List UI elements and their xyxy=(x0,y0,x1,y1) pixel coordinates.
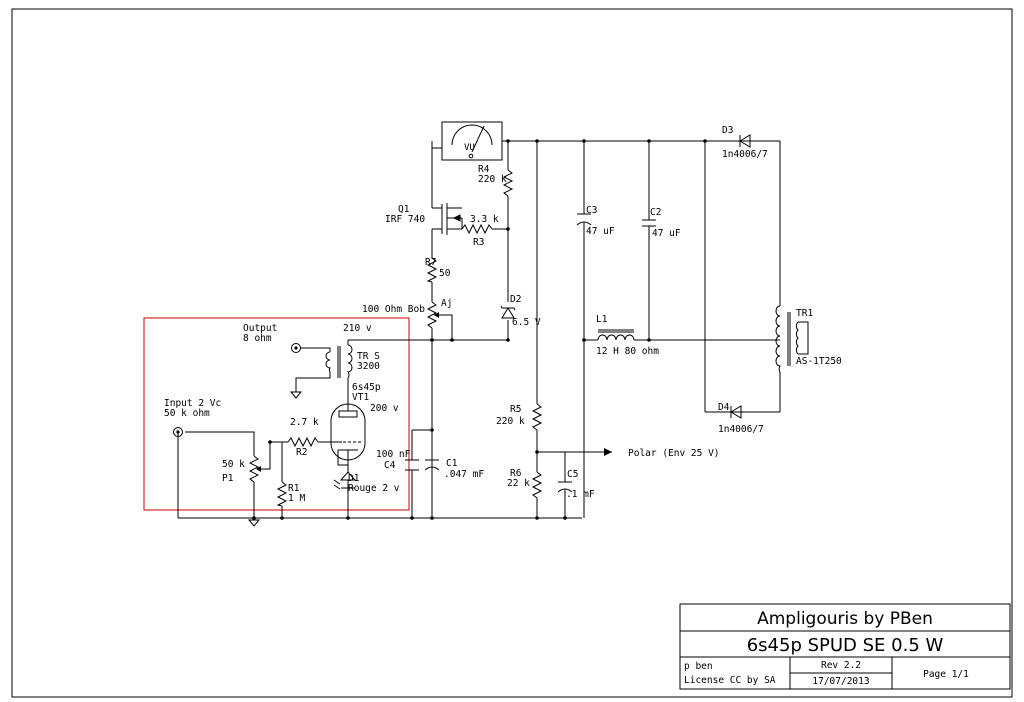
vu-meter: VU xyxy=(441,121,503,161)
p1-value: 50 k xyxy=(222,459,245,470)
c5-ref: C5 xyxy=(567,469,578,480)
r4-value: 220 k xyxy=(478,174,507,185)
d2-value: 6.5 V xyxy=(512,317,541,328)
title-block-license: License CC by SA xyxy=(684,675,776,686)
b-210-label: 210 v xyxy=(343,323,372,334)
resistor-r4 xyxy=(502,169,514,197)
capacitor-c2 xyxy=(642,214,656,232)
input-label-2: 50 k ohm xyxy=(164,408,210,419)
title-block-page: Page 1/1 xyxy=(923,669,969,680)
resistor-r5 xyxy=(531,403,543,431)
d4-value: 1n4006/7 xyxy=(718,424,764,435)
title-block: Ampligouris by PBen 6s45p SPUD SE 0.5 W … xyxy=(679,603,1011,690)
c5-value: .1 mF xyxy=(566,489,595,500)
q1-value: IRF 740 xyxy=(385,214,425,225)
resistor-r3 xyxy=(461,223,493,235)
r6-ref: R6 xyxy=(510,468,522,479)
r7-value: 50 xyxy=(439,268,451,279)
c3-ref: C3 xyxy=(586,205,597,216)
tr1-value: AS-1T250 xyxy=(796,356,842,367)
output-label-2: 8 ohm xyxy=(243,333,272,344)
mosfet-q1 xyxy=(441,203,463,235)
r5-ref: R5 xyxy=(510,404,521,415)
output-label-1: Output xyxy=(243,323,277,334)
resistor-r6 xyxy=(531,471,543,499)
ground-icon xyxy=(289,391,303,399)
l1-ref: L1 xyxy=(596,314,608,325)
r3-value: 3.3 k xyxy=(470,214,499,225)
tube-ref: VT1 xyxy=(352,392,369,403)
title-block-subtitle: 6s45p SPUD SE 0.5 W xyxy=(747,635,944,656)
resistor-r7 xyxy=(426,257,438,283)
r1-ref: R1 xyxy=(288,483,300,494)
vu-label: VU xyxy=(464,143,475,153)
polar-label: Polar (Env 25 V) xyxy=(628,448,720,459)
r4-ref: R4 xyxy=(478,164,490,175)
led-d1 xyxy=(333,471,357,490)
c4-value: 100 nF xyxy=(376,449,411,460)
trs-value: 3200 xyxy=(357,361,380,372)
potentiometer-aj xyxy=(426,301,441,329)
c2-value: 47 uF xyxy=(652,228,681,239)
output-transformer-trs xyxy=(325,344,353,379)
p1-ref: P1 xyxy=(222,473,234,484)
d1-ref: D1 xyxy=(348,473,360,484)
title-block-title: Ampligouris by PBen xyxy=(757,609,933,629)
r6-value: 22 k xyxy=(507,478,530,489)
input-stage-highlight-box xyxy=(143,317,410,511)
l1-value: 12 H 80 ohm xyxy=(596,346,659,357)
d3-value: 1n4006/7 xyxy=(722,149,768,160)
potentiometer-p1 xyxy=(248,455,261,483)
capacitor-c3 xyxy=(576,213,592,232)
capacitor-c4 xyxy=(405,459,419,471)
drawing-frame xyxy=(11,8,1013,698)
aj-ref: Aj xyxy=(441,298,452,309)
output-jack-icon xyxy=(291,343,301,353)
capacitor-c5 xyxy=(557,481,573,500)
resistor-r1 xyxy=(276,481,288,507)
title-block-author: p ben xyxy=(684,661,713,672)
d1-value: Rouge 2 v xyxy=(348,483,400,494)
r5-value: 220 k xyxy=(496,416,525,427)
title-block-revision: Rev 2.2 xyxy=(821,660,861,671)
c4-ref: C4 xyxy=(384,460,396,471)
transformer-tr1 xyxy=(775,305,809,373)
d4-ref: D4 xyxy=(718,402,730,413)
polar-arrow-icon xyxy=(604,448,612,456)
input-jack-icon xyxy=(173,427,183,437)
inductor-l1 xyxy=(597,329,635,341)
tube-vt1 xyxy=(330,402,366,461)
r1-value: 1 M xyxy=(288,493,305,504)
tr1-ref: TR1 xyxy=(796,308,813,319)
ground-icon xyxy=(247,519,261,527)
c1-ref: C1 xyxy=(446,458,458,469)
resistor-r2 xyxy=(287,436,319,448)
aj-name: 100 Ohm Bob xyxy=(362,304,425,315)
c3-value: 47 uF xyxy=(586,226,615,237)
r3-ref: R3 xyxy=(473,237,484,248)
capacitor-c1 xyxy=(424,459,440,471)
r2-value: 2.7 k xyxy=(290,417,319,428)
d3-ref: D3 xyxy=(722,125,733,136)
d2-ref: D2 xyxy=(510,294,521,305)
q1-ref: Q1 xyxy=(398,204,410,215)
input-label-1: Input 2 Vc xyxy=(164,398,221,409)
tube-value: 6s45p xyxy=(352,382,381,393)
diode-d4 xyxy=(730,405,742,419)
c1-value: .047 mF xyxy=(444,469,484,480)
junction-dots xyxy=(252,139,707,520)
title-block-date: 17/07/2013 xyxy=(812,676,869,687)
b-200-label: 200 v xyxy=(370,403,399,414)
r2-ref: R2 xyxy=(296,447,307,458)
r7-ref: R7 xyxy=(425,257,436,268)
diode-d3 xyxy=(739,134,751,148)
trs-ref: TR S xyxy=(357,351,380,362)
zener-d2 xyxy=(500,305,516,319)
c2-ref: C2 xyxy=(650,207,661,218)
